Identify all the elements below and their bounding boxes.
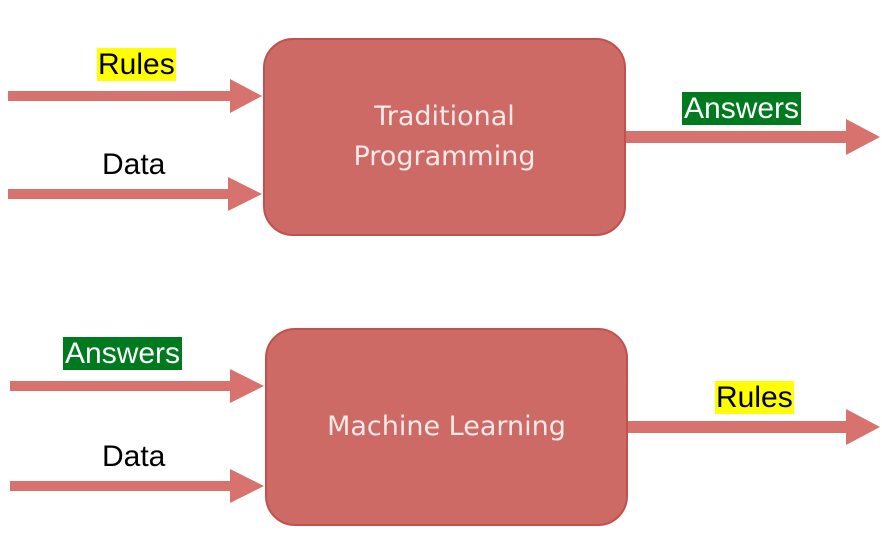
process-label: Traditional Programming <box>353 101 536 172</box>
label-text: Data <box>102 440 166 473</box>
label-text: Answers <box>63 337 183 370</box>
label-data-input-bottom: Data <box>102 440 165 474</box>
arrow-answers-input-bottom <box>10 369 264 403</box>
arrow-data-input-top <box>8 177 262 211</box>
arrow-rules-input-top <box>8 79 262 113</box>
label-text: Rules <box>97 48 176 81</box>
label-text: Rules <box>715 381 794 414</box>
arrow-answers-output-top <box>626 119 880 155</box>
label-rules-input-top: Rules <box>97 48 176 82</box>
arrow-data-input-bottom <box>10 469 264 503</box>
label-rules-output-bottom: Rules <box>715 381 794 415</box>
label-text: Data <box>102 148 166 181</box>
process-label: Machine Learning <box>327 411 566 442</box>
label-answers-output-top: Answers <box>682 92 802 126</box>
machine-learning-box: Machine Learning <box>265 328 628 526</box>
arrow-rules-output-bottom <box>628 409 880 445</box>
label-answers-input-bottom: Answers <box>63 337 183 371</box>
traditional-programming-box: Traditional Programming <box>263 38 626 236</box>
label-data-input-top: Data <box>102 148 165 182</box>
label-text: Answers <box>682 92 802 125</box>
